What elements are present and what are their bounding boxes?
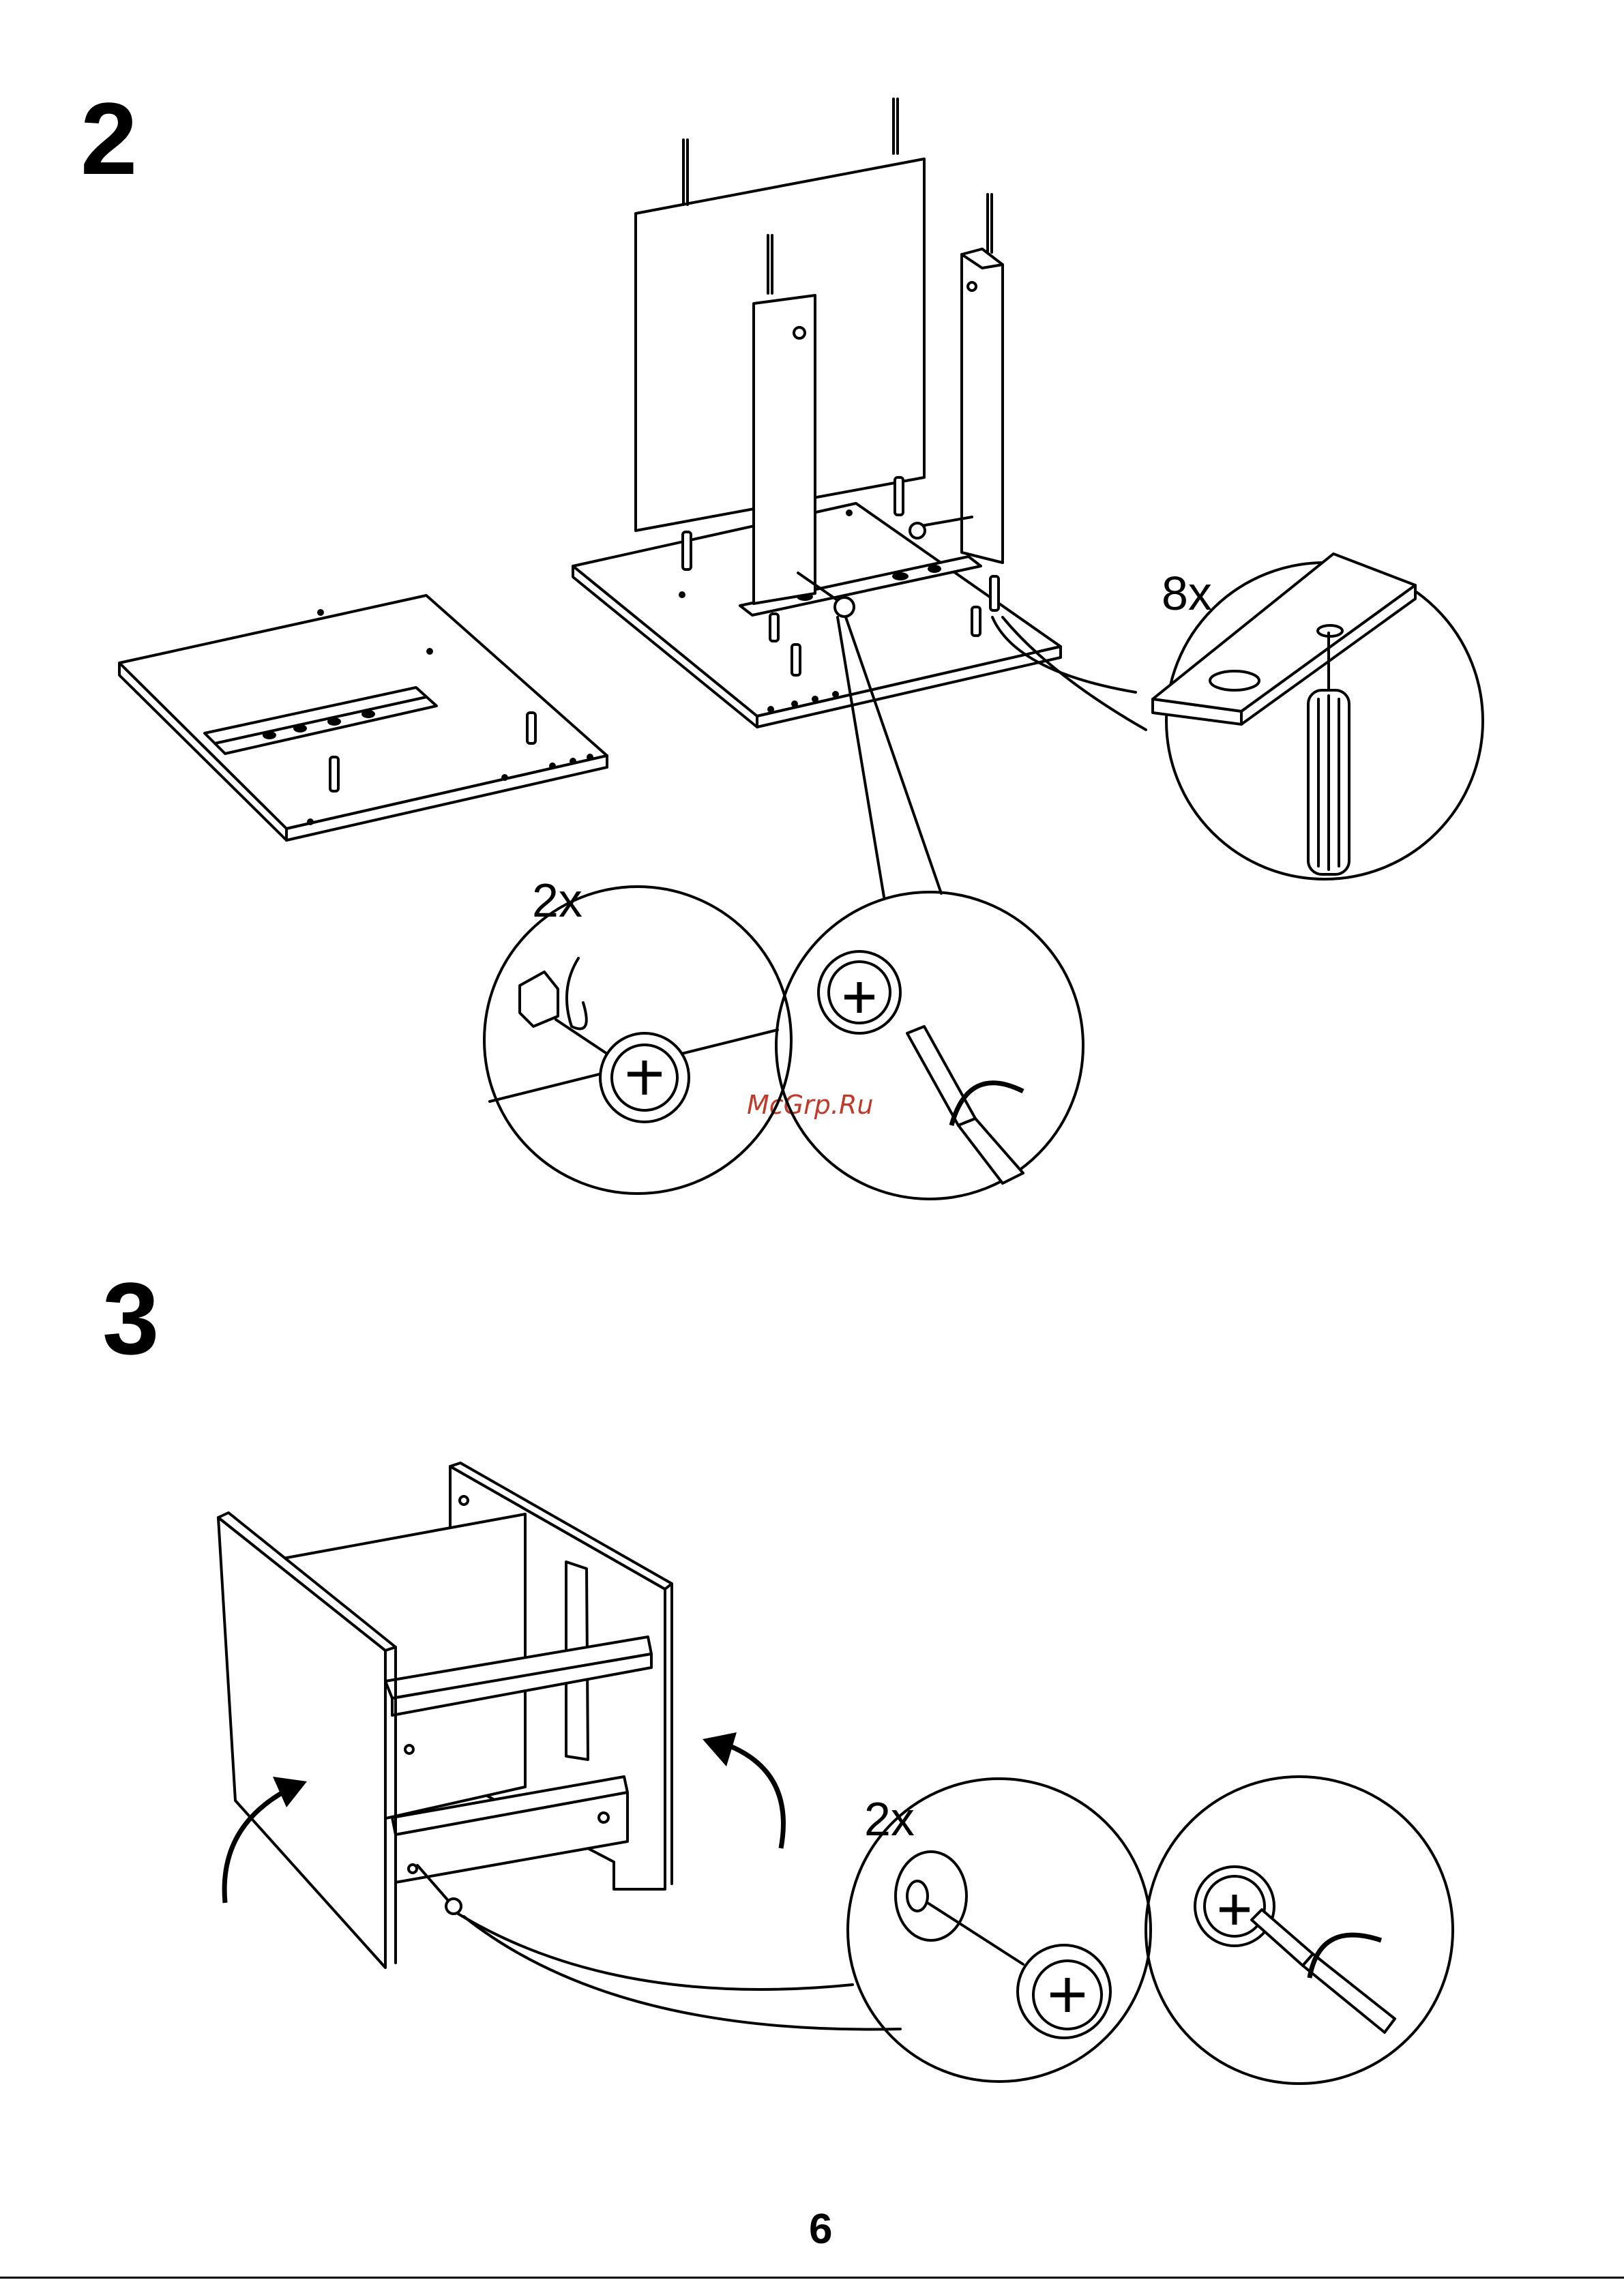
step-2-illustration <box>119 99 1483 1199</box>
right-strip <box>962 194 1003 610</box>
loose-base-panel <box>119 595 607 840</box>
callout-cam-insert-3 <box>848 1779 1151 2082</box>
callout-cam-insert <box>484 887 791 1194</box>
callout-cam-tighten <box>776 892 1083 1199</box>
step-3-illustration <box>218 1463 1453 2084</box>
callout-cam-tighten-3 <box>1146 1777 1453 2084</box>
rotate-arrow-right <box>703 1732 783 1848</box>
callout-dowel-into-hole <box>1153 554 1483 879</box>
